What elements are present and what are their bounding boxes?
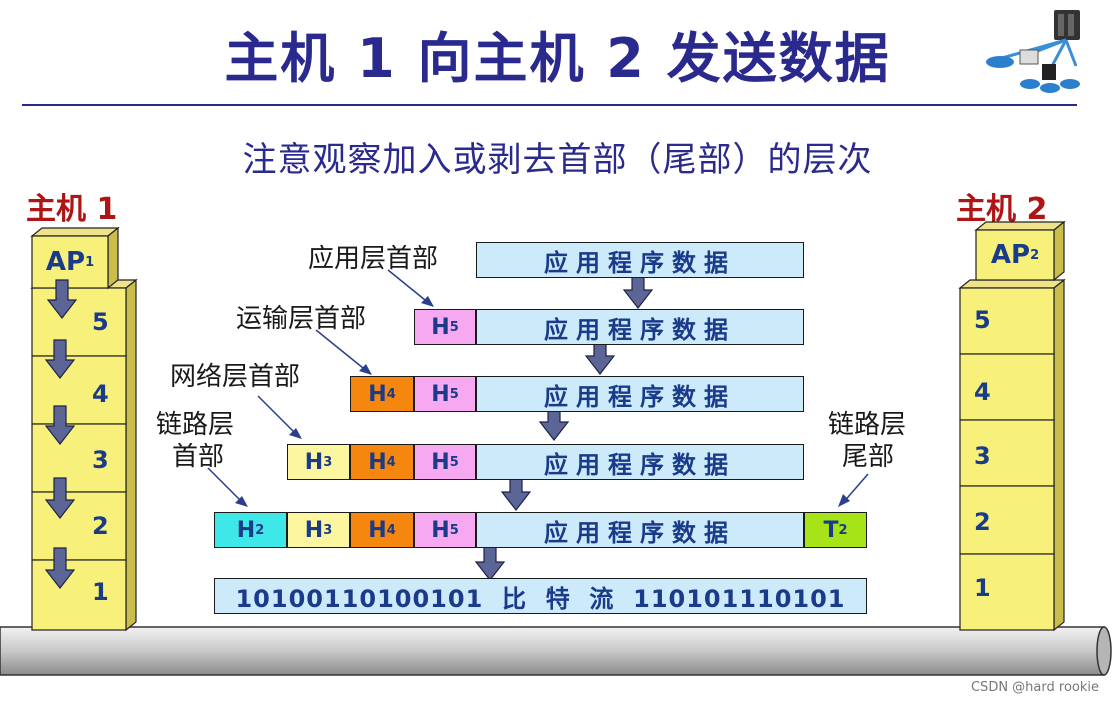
host2-layer-5: 5: [974, 306, 991, 334]
host2-ap-label: AP: [990, 240, 1031, 270]
host1-layer-4: 4: [92, 380, 109, 408]
host1-ap-label: AP: [45, 247, 86, 277]
row2-app-data: 应用程序数据: [476, 309, 804, 345]
host2-layer-2: 2: [974, 508, 991, 536]
host1-layer-3: 3: [92, 446, 109, 474]
page-title: 主机 1 向主机 2 发送数据: [224, 27, 891, 90]
row6-bitstream: 10100110100101 比 特 流 110101110101: [214, 578, 867, 614]
host2-layer-1: 1: [974, 574, 991, 602]
host2-stack: [958, 220, 1066, 632]
row4-app-data: 应用程序数据: [476, 444, 804, 480]
row3-app-data: 应用程序数据: [476, 376, 804, 412]
callout-network-header: 网络层首部: [170, 362, 301, 392]
callout-link-trailer-1: 链路层: [828, 410, 907, 440]
row5-app-data: 应用程序数据: [476, 512, 804, 548]
host1-layer-5: 5: [92, 308, 109, 336]
host2-label: 主机 2: [956, 192, 1048, 227]
row1-app-data: 应用程序数据: [476, 242, 804, 278]
host2-layer-3: 3: [974, 442, 991, 470]
host1-stack: [30, 226, 138, 632]
network-cable: [0, 626, 1112, 676]
encapsulation-arrows: [474, 271, 654, 581]
callout-link-trailer-2: 尾部: [842, 442, 895, 472]
callout-transport-header: 运输层首部: [236, 304, 367, 334]
host2-ap-sub: 2: [1030, 247, 1040, 263]
host2-layer-4: 4: [974, 378, 991, 406]
host1-layer-2: 2: [92, 512, 109, 540]
watermark: CSDN @hard rookie: [970, 680, 1099, 695]
title-divider: [22, 104, 1077, 106]
host1-layer-1: 1: [92, 578, 109, 606]
host1-label: 主机 1: [26, 192, 118, 227]
callout-link-header-2: 首部: [172, 442, 225, 472]
network-icon: [986, 10, 1080, 93]
callout-link-header-1: 链路层: [156, 410, 235, 440]
host1-down-arrows: [44, 279, 78, 589]
subtitle: 注意观察加入或剥去首部（尾部）的层次: [242, 140, 873, 180]
host1-ap-sub: 1: [85, 254, 95, 270]
callout-app-header: 应用层首部: [308, 244, 439, 274]
callout-arrowheads: [235, 296, 850, 507]
